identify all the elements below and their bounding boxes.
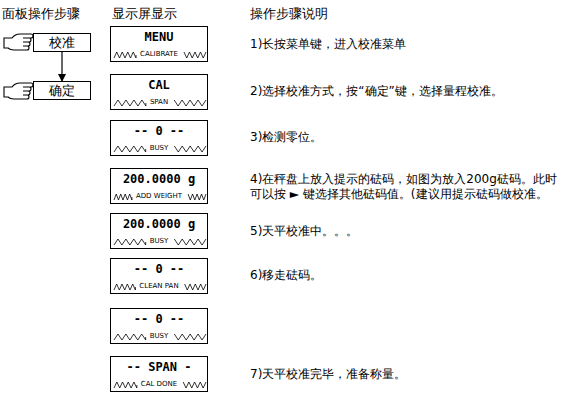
display-readout: 200.0000 g (111, 217, 207, 231)
step-note: 3)检测零位。 (250, 130, 568, 145)
step-arrow (61, 52, 62, 81)
display-readout: -- 0 -- (111, 124, 207, 138)
lcd-display: MENU CALIBRATE (110, 26, 208, 62)
step-note: 4)在秤盘上放入提示的砝码，如图为放入200g砝码。此时可以按 ► 键选择其他砝… (250, 172, 568, 202)
display-readout: -- SPAN - (111, 360, 207, 374)
display-status: SPAN (148, 98, 170, 106)
column-header: 操作步骤说明 (250, 6, 450, 21)
lcd-display: CAL SPAN (110, 74, 208, 110)
hand-icon (4, 83, 33, 99)
lcd-display: 200.0000 g ADD WEIGHT (110, 168, 208, 204)
display-readout: CAL (111, 78, 207, 92)
display-status: ADD WEIGHT (134, 192, 184, 200)
button-label: 校准 (49, 34, 75, 52)
display-status: BUSY (148, 332, 171, 340)
step-note: 7)天平校准完毕，准备称量。 (250, 367, 568, 382)
step-note: 6)移走砝码。 (250, 268, 568, 283)
step-note: 1)长按菜单键，进入校准菜单 (250, 37, 568, 52)
display-status: CLEAN PAN (137, 282, 180, 290)
display-status: BUSY (148, 144, 171, 152)
display-status: CALIBRATE (138, 50, 180, 58)
lcd-display: 200.0000 g BUSY (110, 213, 208, 249)
column-header: 显示屏显示 (112, 6, 222, 21)
display-readout: MENU (111, 30, 207, 44)
column-header: 面板操作步骤 (2, 6, 112, 21)
display-readout: -- 0 -- (111, 262, 207, 276)
lcd-display: -- 0 -- CLEAN PAN (110, 258, 208, 294)
lcd-display: -- SPAN - CAL DONE (110, 356, 208, 392)
display-readout: 200.0000 g (111, 172, 207, 186)
hand-icon (4, 34, 33, 50)
display-status: CAL DONE (139, 380, 179, 388)
panel-button: 校准 (33, 33, 91, 52)
lcd-display: -- 0 -- BUSY (110, 308, 208, 344)
button-label: 确定 (49, 82, 75, 100)
step-note: 2)选择校准方式，按“确定”键，选择量程校准。 (250, 84, 568, 99)
lcd-display: -- 0 -- BUSY (110, 120, 208, 156)
display-status: BUSY (148, 237, 171, 245)
step-note: 5)天平校准中。。。 (250, 224, 568, 239)
display-readout: -- 0 -- (111, 312, 207, 326)
panel-button: 确定 (33, 81, 91, 100)
